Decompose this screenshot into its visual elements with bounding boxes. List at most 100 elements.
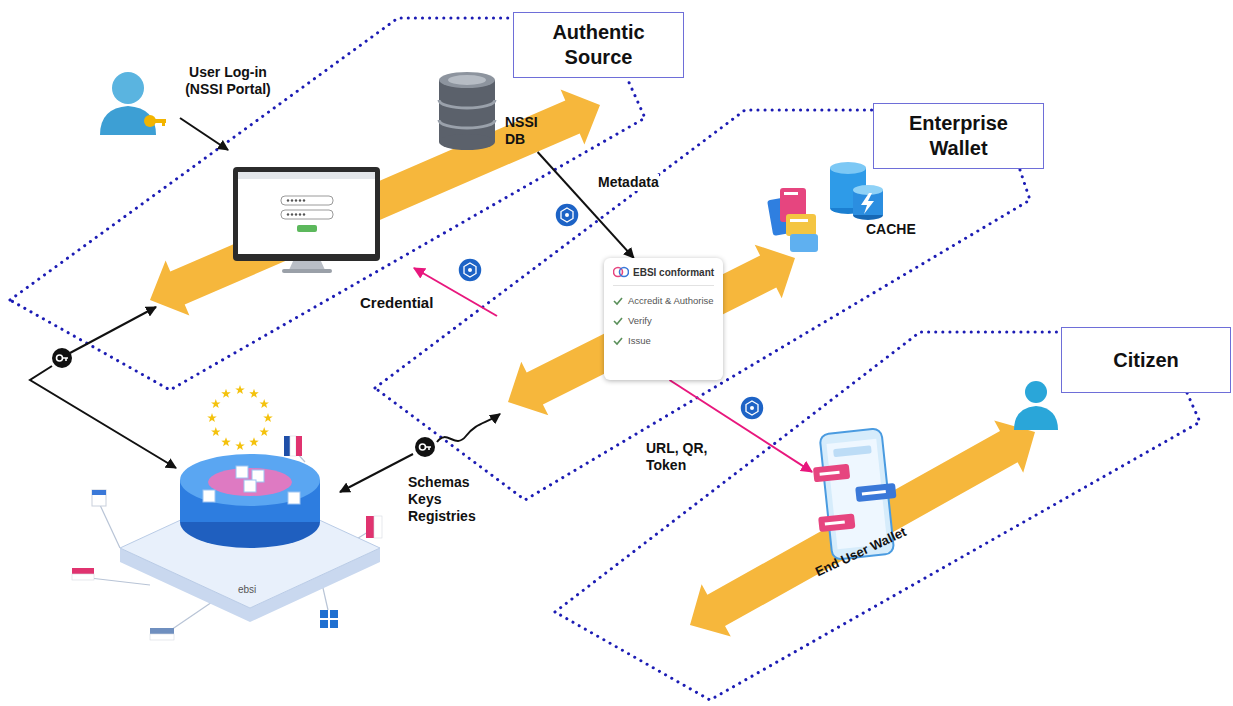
eu-star-ring [259,427,269,436]
ebsi-platform [180,454,320,506]
network-wire [100,505,120,548]
eu-star-ring [221,437,231,446]
arrow-label: Credential [360,294,433,312]
flag-tile [296,436,302,456]
flag-tile [330,610,338,618]
user-icon [112,72,144,104]
database-cylinder [448,75,486,85]
check-mark [613,336,623,346]
flag-tile [150,634,174,640]
phone-illustration [818,513,855,532]
credential-cards [790,234,818,252]
login-monitor [282,269,332,273]
flag-tile [290,436,296,456]
password-dots [295,199,297,201]
database-cylinder [439,120,495,128]
flow-band [508,245,795,416]
check-mark [614,318,622,324]
flag-tile [72,436,382,640]
registry-label: Schemas Keys Registries [408,474,486,524]
flow-band [150,89,600,315]
check-row: Accredit & Authorise [613,295,714,306]
phone-illustration [825,520,845,525]
eu-star-ring [249,389,259,398]
label-holder: URL, QR, Token [646,440,716,474]
check-mark [614,338,622,344]
protocol-badge [458,258,482,282]
flag-tile [72,568,94,574]
text-column: NSSI DB [505,114,549,148]
network-wire [168,600,215,632]
database-cylinder [439,134,495,150]
trust-arrow [70,307,156,353]
label-holder: Schemas Keys Registries [408,474,486,524]
ebsi-conformant-card: EBSI conformantAccredit & AuthoriseVerif… [604,258,723,380]
eu-star-ring [207,385,273,450]
password-dots [295,213,297,215]
store-label: CACHE [866,221,916,238]
password-dots [287,213,289,215]
citizen-icon [1014,406,1058,430]
flag-tile [72,574,94,580]
eu-star-ring [249,437,259,446]
phone-illustration [819,471,839,476]
credential-cards [786,214,816,236]
password-dots [287,199,289,201]
database-name: NSSI DB [505,114,549,148]
data-cube [203,490,215,502]
password-dots [299,213,301,215]
login-arrow [180,118,228,150]
login-monitor [233,167,380,273]
eu-star-ring [263,413,273,422]
eu-star-ring [235,441,245,450]
database-cylinder [439,80,495,142]
ebsi-platform [208,468,292,496]
card-header: EBSI conformant [613,265,714,286]
region-outline [10,18,1200,700]
data-cube [288,492,300,504]
protocol-badge [740,396,764,420]
eu-star-ring [235,385,245,394]
section-heading-box: Authentic Source [513,12,684,78]
password-dots [303,199,305,201]
data-cube [244,480,256,492]
protocol-badge [555,203,579,227]
flag-tile [366,516,374,538]
data-cube [236,466,248,478]
trust-arrow [437,414,500,442]
label-holder: Credential [360,294,433,312]
eu-star-ring [211,399,221,408]
password-dots [299,199,301,201]
flag-tile [320,620,328,628]
cache-icon [767,162,883,252]
cache-icon [830,162,866,174]
password-dots [291,213,293,215]
check-row: Issue [613,335,714,346]
cache-icon [853,185,883,195]
label-holder: Metadata [598,174,659,191]
trust-arrow [340,454,413,492]
section-heading: Enterprise Wallet [882,111,1035,161]
check-mark [614,298,622,304]
user-icon [100,106,156,135]
flag-tile [92,490,106,495]
flow-band [690,420,1035,636]
login-monitor [238,172,375,254]
user-icon [100,72,166,135]
citizen-icon [1014,381,1058,430]
data-cube [203,466,300,504]
logo-text: ebsi [238,584,256,596]
flag-tile [330,620,338,628]
credential-cards [790,219,808,222]
database-icon: NSSI DB [435,68,549,152]
ebsi-platform [72,385,382,640]
check-mark [613,296,623,306]
edge-label: URL, QR, Token [646,440,716,474]
section-heading-box: Citizen [1061,327,1231,393]
login-monitor [281,210,333,219]
end-user-wallet-phone: End User Wallet [812,425,952,605]
card-item: Verify [628,315,652,326]
key-badge [52,348,72,368]
trust-arrow [30,307,500,492]
